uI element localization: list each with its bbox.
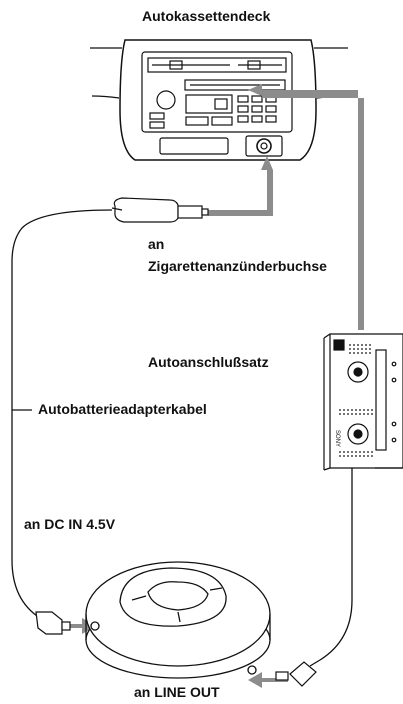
line-out-label: an LINE OUT: [134, 684, 220, 700]
car-connecting-pack-label: Autoanschlußsatz: [148, 354, 269, 370]
cigarette-label-line1: an: [148, 236, 165, 252]
car-deck-label: Autokassettendeck: [142, 8, 271, 24]
dc-in-label: an DC IN 4.5V: [24, 516, 116, 532]
cd-player: [85, 561, 271, 679]
sony-brand-text: SONY: [334, 430, 340, 447]
cassette-path-arrow: [248, 84, 364, 330]
lighter-path-arrow: [208, 156, 273, 216]
line-out-arrow: [248, 672, 288, 688]
cigarette-label-line2: Zigarettenanzünderbuchse: [148, 258, 327, 274]
car-connecting-pack: [275, 333, 403, 687]
car-battery-cord: [11, 197, 209, 635]
car-cassette-deck: [90, 39, 348, 161]
battery-cord-label: Autobatterieadapterkabel: [38, 401, 207, 417]
